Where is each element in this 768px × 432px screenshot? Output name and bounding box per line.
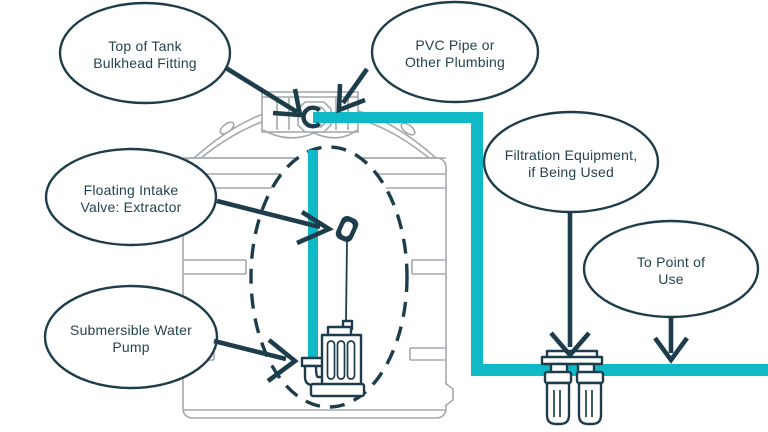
arrow-bulkhead bbox=[224, 66, 303, 118]
callout-text: if Being Used bbox=[528, 164, 614, 180]
callout-bubble bbox=[44, 147, 218, 247]
filter-canister-right bbox=[577, 381, 603, 426]
arrow-pvc-pipe bbox=[336, 67, 369, 114]
callout-text: To Point of bbox=[637, 254, 705, 270]
fitting-platform-scallops bbox=[262, 129, 358, 139]
tank-band-middle bbox=[184, 259, 445, 275]
callout-text: Use bbox=[658, 271, 684, 287]
arrowhead-icon bbox=[266, 338, 299, 383]
callout-text: Valve: Extractor bbox=[81, 199, 182, 215]
plumbing-pipes bbox=[313, 112, 768, 376]
bulkhead-fitting-ring-icon bbox=[301, 105, 322, 129]
pipe-top-run bbox=[313, 112, 482, 123]
callout-text: Floating Intake bbox=[84, 182, 179, 198]
pump-slot bbox=[336, 340, 346, 380]
arrowhead-icon bbox=[296, 210, 334, 246]
callout-pump: Submersible Water Pump bbox=[43, 284, 219, 390]
arrow-float-valve bbox=[216, 198, 334, 246]
callout-point-of-use: To Point of Use bbox=[582, 219, 760, 319]
filter-cap-right bbox=[575, 370, 605, 385]
cutaway-ellipse bbox=[249, 145, 409, 409]
pump-slot bbox=[346, 340, 356, 380]
callout-pvc-pipe: PVC Pipe or Other Plumbing bbox=[370, 0, 540, 104]
arrow-pump bbox=[213, 338, 299, 383]
filter-cap-left bbox=[543, 370, 573, 385]
pump-slot bbox=[326, 340, 336, 380]
callout-float-valve: Floating Intake Valve: Extractor bbox=[44, 147, 218, 247]
callout-text: Other Plumbing bbox=[405, 54, 505, 70]
callout-text: Bulkhead Fitting bbox=[93, 55, 197, 71]
arrowhead-icon bbox=[336, 83, 366, 114]
pipe-down-run bbox=[471, 112, 483, 373]
callout-filtration: Filtration Equipment, if Being Used bbox=[482, 110, 660, 214]
pump-icon bbox=[309, 319, 366, 398]
filter-canister-detail bbox=[553, 390, 593, 417]
callout-text: Submersible Water bbox=[70, 322, 192, 338]
tank-interior bbox=[300, 150, 366, 398]
callout-text: Top of Tank bbox=[108, 38, 182, 54]
float-inner bbox=[341, 221, 353, 237]
filter-unit-icon bbox=[540, 349, 605, 426]
filter-bracket bbox=[540, 355, 604, 366]
callout-text: PVC Pipe or bbox=[415, 37, 494, 53]
callout-text: Pump bbox=[112, 339, 149, 355]
pipe-bottom-run bbox=[471, 364, 768, 376]
callout-bubble bbox=[58, 1, 232, 105]
arrowhead-icon bbox=[549, 331, 591, 359]
float-valve-icon bbox=[335, 216, 359, 242]
pipe-drop-run bbox=[308, 150, 318, 362]
pump-base bbox=[309, 382, 366, 398]
arrow-filtration bbox=[549, 212, 591, 359]
arrowhead-icon bbox=[272, 88, 303, 118]
callout-bubble bbox=[370, 0, 540, 104]
tank-lug-left bbox=[219, 121, 235, 135]
arrow-point-of-use bbox=[653, 317, 689, 364]
tank-outlet-bump bbox=[444, 382, 454, 407]
float-tether-line bbox=[345, 240, 348, 323]
callout-bulkhead: Top of Tank Bulkhead Fitting bbox=[58, 1, 232, 105]
callout-text: Filtration Equipment, bbox=[505, 147, 638, 163]
filter-canister-left bbox=[545, 381, 571, 426]
callout-bubble bbox=[43, 284, 219, 390]
arrowhead-icon bbox=[653, 336, 689, 364]
tank-lug-right bbox=[400, 122, 416, 136]
